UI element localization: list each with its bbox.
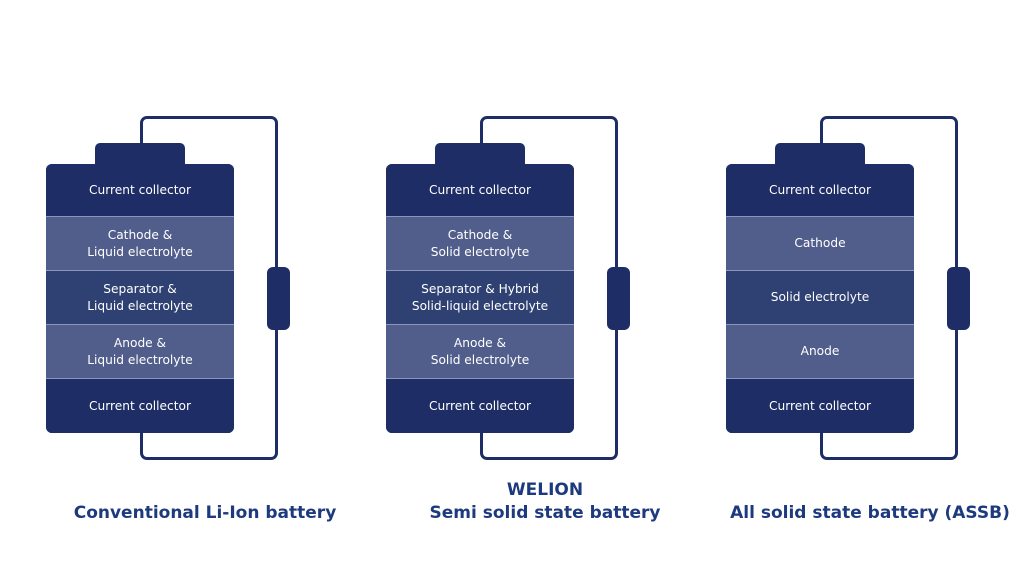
layer-separator: Separator & Liquid electrolyte (46, 271, 234, 325)
layer-label: Current collector (428, 398, 532, 413)
caption-title: Conventional Li-Ion battery (73, 503, 337, 523)
layer-current-collector-top: Current collector (726, 164, 914, 217)
battery-terminal (775, 143, 865, 167)
battery-welion-semi-solid: Current collector Cathode & Solid electr… (386, 0, 726, 576)
layer-label: Anode & Solid electrolyte (430, 335, 530, 367)
battery-conventional-li-ion: Current collector Cathode & Liquid elect… (46, 0, 386, 576)
battery-all-solid-state: Current collector Cathode Solid electrol… (726, 0, 1024, 576)
layer-label: Anode (800, 344, 840, 358)
layer-label: Anode & Liquid electrolyte (87, 335, 193, 367)
layer-cathode: Cathode & Liquid electrolyte (46, 217, 234, 271)
layer-anode: Anode & Liquid electrolyte (46, 325, 234, 379)
layer-current-collector-top: Current collector (46, 164, 234, 217)
battery-cell: Current collector Cathode & Solid electr… (386, 164, 574, 433)
layer-label: Cathode & Liquid electrolyte (87, 227, 193, 259)
load-resistor (947, 267, 970, 330)
layer-label: Current collector (768, 182, 872, 197)
layer-label: Current collector (88, 182, 192, 197)
battery-cell: Current collector Cathode & Liquid elect… (46, 164, 234, 433)
layer-current-collector-bottom: Current collector (386, 379, 574, 433)
layer-label: Current collector (428, 182, 532, 197)
caption-assb: All solid state battery (ASSB) (720, 502, 1020, 525)
layer-label: Solid electrolyte (770, 290, 870, 304)
layer-solid-electrolyte: Solid electrolyte (726, 271, 914, 325)
caption-brand: WELION (506, 480, 584, 500)
battery-terminal (95, 143, 185, 167)
layer-label: Current collector (768, 398, 872, 413)
layer-label: Separator & Hybrid Solid-liquid electrol… (411, 281, 549, 313)
caption-conventional: Conventional Li-Ion battery (40, 502, 370, 525)
caption-title: All solid state battery (ASSB) (730, 503, 1010, 523)
layer-cathode: Cathode (726, 217, 914, 271)
battery-terminal (435, 143, 525, 167)
layer-anode: Anode (726, 325, 914, 379)
layer-current-collector-top: Current collector (386, 164, 574, 217)
load-resistor (267, 267, 290, 330)
layer-anode: Anode & Solid electrolyte (386, 325, 574, 379)
layer-label: Separator & Liquid electrolyte (87, 281, 193, 313)
layer-label: Cathode (794, 236, 846, 250)
layer-label: Cathode & Solid electrolyte (430, 227, 530, 259)
layer-current-collector-bottom: Current collector (726, 379, 914, 433)
caption-title: Semi solid state battery (429, 503, 661, 523)
layer-label: Current collector (88, 398, 192, 413)
caption-welion: WELION Semi solid state battery (380, 479, 710, 525)
layer-current-collector-bottom: Current collector (46, 379, 234, 433)
layer-separator: Separator & Hybrid Solid-liquid electrol… (386, 271, 574, 325)
load-resistor (607, 267, 630, 330)
layer-cathode: Cathode & Solid electrolyte (386, 217, 574, 271)
battery-cell: Current collector Cathode Solid electrol… (726, 164, 914, 433)
